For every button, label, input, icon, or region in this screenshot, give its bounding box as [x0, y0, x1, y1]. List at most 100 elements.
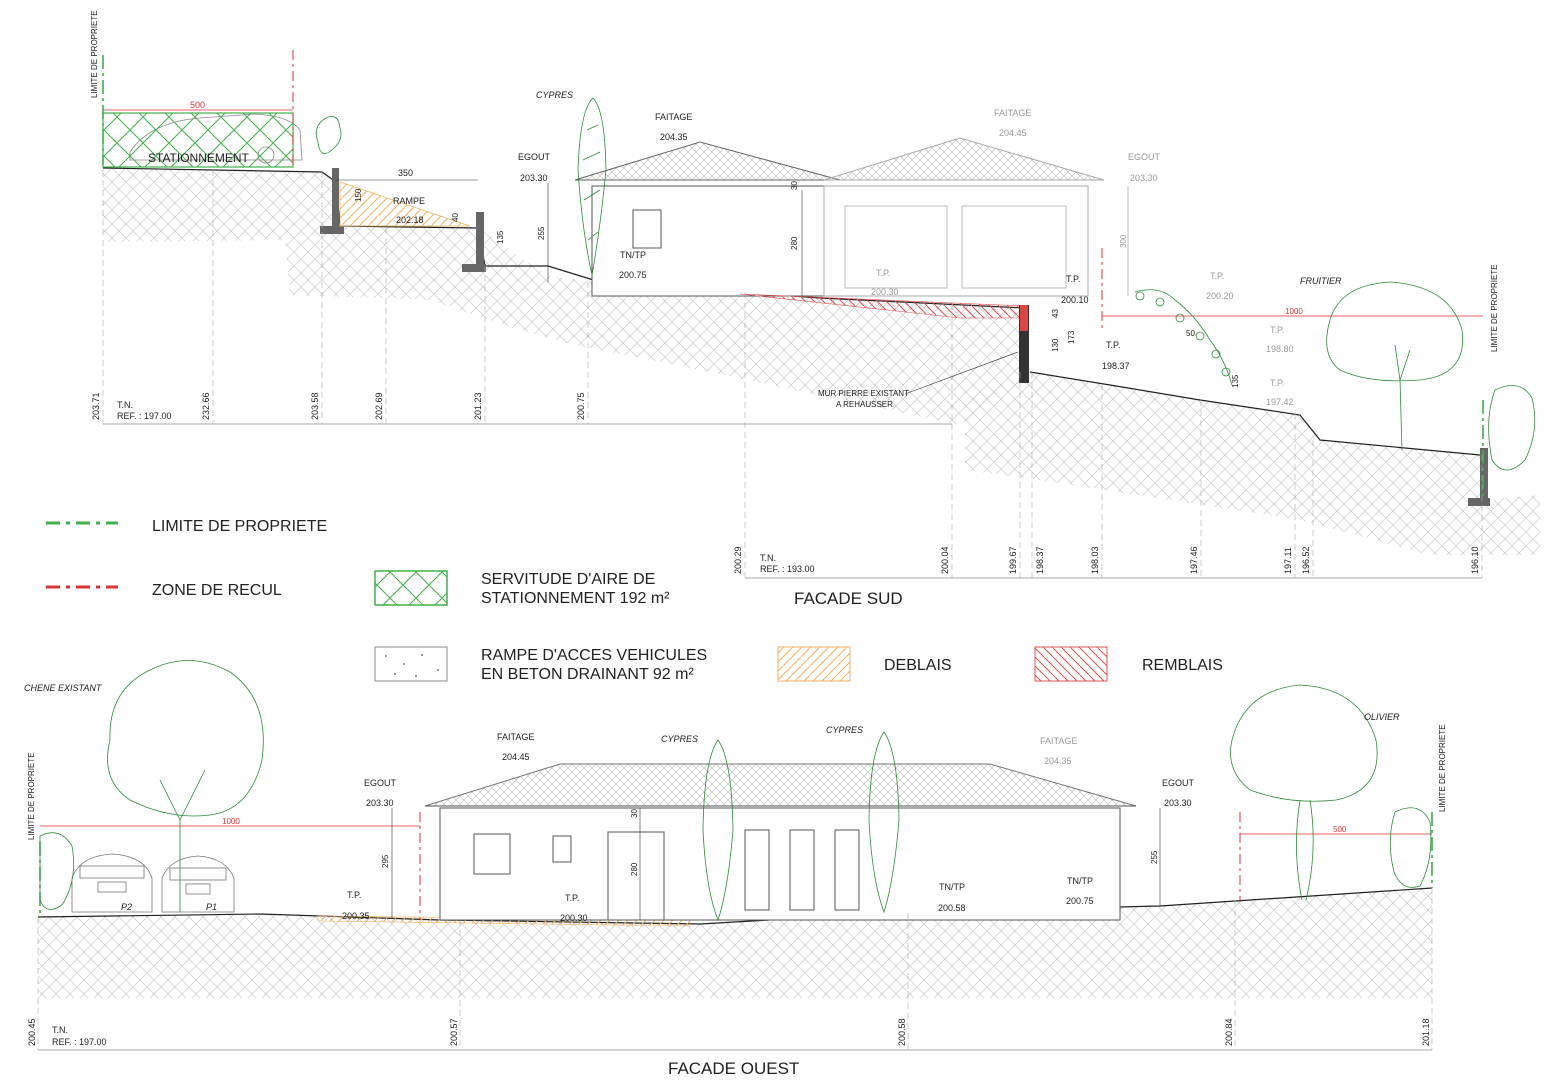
retaining-wall-1-foot: [320, 226, 344, 234]
house-ouest-window-1: [473, 833, 511, 875]
label-dim-500-sud: 500: [190, 100, 205, 110]
label-tntp-sud: TN/TP: [620, 250, 646, 260]
car-outline-sud: [129, 113, 303, 161]
label-tp-b-sud-level: 198.37: [1102, 361, 1130, 371]
mur-leader-line: [904, 351, 1019, 395]
house-ouest-bay-1: [744, 829, 770, 911]
retaining-wall-3-foot: [1468, 498, 1490, 506]
label-olivier: OLIVIER: [1364, 712, 1400, 722]
label-ref-ouest: REF. : 197.00: [52, 1037, 107, 1047]
legend-deblais-swatch: [777, 646, 851, 682]
house-ouest-bay-3: [834, 829, 860, 911]
label-mur-line1: MUR PIERRE EXISTANT: [818, 389, 909, 398]
label-tntp-a-ouest-level: 200.58: [938, 903, 966, 913]
label-limite-ouest-left: LIMITE DE PROPRIETE: [27, 752, 36, 840]
label-tp-d-sud: T.P.: [1270, 325, 1284, 335]
facade-sud: [102, 50, 1540, 579]
label-p1: P1: [206, 902, 217, 912]
servitude-parking-area: [102, 112, 294, 168]
label-rampe-level: 202.18: [396, 215, 424, 225]
shrub-ouest-left: [39, 832, 75, 910]
label-dim-500-ouest: 500: [1333, 825, 1347, 834]
level-sud-5: 201.23: [473, 392, 483, 420]
label-d130: 130: [1051, 338, 1060, 352]
car-wheel: [257, 146, 275, 164]
shrub-ouest-right: [1389, 807, 1432, 888]
label-mur-line2: A REHAUSSER: [836, 400, 893, 409]
level-ouest-1: 200.45: [27, 1018, 37, 1046]
legend-limite-label: LIMITE DE PROPRIETE: [152, 518, 327, 535]
label-d43: 43: [1051, 309, 1060, 318]
legend-rampe-dots: [385, 654, 439, 677]
cypress-tree-sud: [577, 97, 607, 276]
label-faitage-ouest-level: 204.45: [502, 752, 530, 762]
label-egout-ouest-right-level: 203.30: [1164, 798, 1192, 808]
ground-hatch-sud-right: [965, 372, 1540, 555]
label-tp-c-sud-level: 200.20: [1206, 291, 1234, 301]
label-fruitier: FRUITIER: [1300, 276, 1342, 286]
label-d50: 50: [1186, 329, 1195, 338]
label-tn-sud-2: T.N.: [760, 553, 776, 563]
label-egout-sud-left-level: 203.30: [520, 173, 548, 183]
label-faitage-sud-level: 204.35: [660, 132, 688, 142]
label-p2: P2: [121, 902, 132, 912]
label-egout-sud-left: EGOUT: [518, 152, 551, 162]
station-lines-sud: [102, 170, 1483, 578]
legend-rampe-swatch: [374, 646, 448, 682]
label-d150: 150: [354, 188, 363, 202]
stone-wall-raised: [1020, 305, 1028, 331]
label-tn-sud-1: T.N.: [117, 400, 133, 410]
label-tntp-sud-level: 200.75: [619, 270, 647, 280]
station-lines-ouest: [37, 888, 1433, 1050]
label-d295: 295: [381, 854, 390, 868]
label-d30-ouest: 30: [630, 809, 639, 818]
label-faitage2-sud-level: 204.45: [999, 128, 1027, 138]
label-tp-a-ouest-level: 200.35: [342, 911, 370, 921]
retaining-wall-2-foot: [462, 264, 486, 272]
label-tntp-a-ouest: TN/TP: [939, 882, 965, 892]
label-tp-e-sud: T.P.: [1270, 378, 1284, 388]
label-tp-e-sud-level: 197.42: [1266, 397, 1294, 407]
level-ouest-2: 200.57: [449, 1018, 459, 1046]
house-sud-back-walls: [823, 185, 1089, 297]
car-p2: [71, 853, 153, 913]
level-sud-14: 196.52: [1301, 546, 1311, 574]
label-faitage-ouest: FAITAGE: [497, 732, 534, 742]
legend-servitude-line1: SERVITUDE D'AIRE DE: [481, 571, 655, 588]
house-sud-window: [632, 209, 662, 249]
level-sud-2: 232.66: [201, 392, 211, 420]
shrub-sud-left: [315, 115, 342, 154]
label-tp-b-ouest-level: 200.30: [560, 913, 588, 923]
house-sud-roof: [574, 141, 841, 181]
level-sud-9: 199.67: [1008, 546, 1018, 574]
legend-servitude-swatch: [374, 570, 448, 606]
legend-rampe-line2: EN BETON DRAINANT 92 m²: [481, 666, 694, 683]
label-tp-b-sud: T.P.: [1106, 340, 1120, 350]
stone-wall-existing: [1019, 305, 1029, 383]
label-faitage2-sud: FAITAGE: [994, 108, 1031, 118]
legend-servitude-line2: STATIONNEMENT 192 m²: [481, 590, 670, 607]
label-ref-sud-1: REF. : 197.00: [117, 411, 172, 421]
label-tp-b-ouest: T.P.: [565, 893, 579, 903]
label-egout-ouest-left-level: 203.30: [366, 798, 394, 808]
label-tntp-b-ouest-level: 200.75: [1066, 896, 1094, 906]
legend-recul-label: ZONE DE RECUL: [152, 582, 282, 599]
label-faitage2-ouest-level: 204.35: [1044, 756, 1072, 766]
legend-remblais-swatch: [1034, 646, 1108, 682]
level-sud-11: 198.03: [1090, 546, 1100, 574]
label-egout-sud-right: EGOUT: [1128, 152, 1161, 162]
fruit-tree-sud: [1326, 281, 1464, 451]
label-tp-a-sud-level: 200.10: [1061, 295, 1089, 305]
house-sud-walls: [591, 185, 825, 297]
cypress-tree-ouest-2: [868, 731, 900, 914]
level-sud-4: 202.69: [374, 392, 384, 420]
label-dim-350: 350: [398, 168, 413, 178]
house-sud-back-roof: [823, 137, 1105, 181]
label-d40: 40: [451, 213, 460, 222]
level-sud-15: 196.10: [1470, 546, 1480, 574]
label-chene: CHENE EXISTANT: [24, 683, 103, 693]
label-stationnement: STATIONNEMENT: [148, 151, 250, 165]
title-facade-ouest: FACADE OUEST: [668, 1059, 799, 1078]
house-ouest-walls: [439, 807, 1121, 921]
label-tp-a-ouest: T.P.: [347, 890, 361, 900]
